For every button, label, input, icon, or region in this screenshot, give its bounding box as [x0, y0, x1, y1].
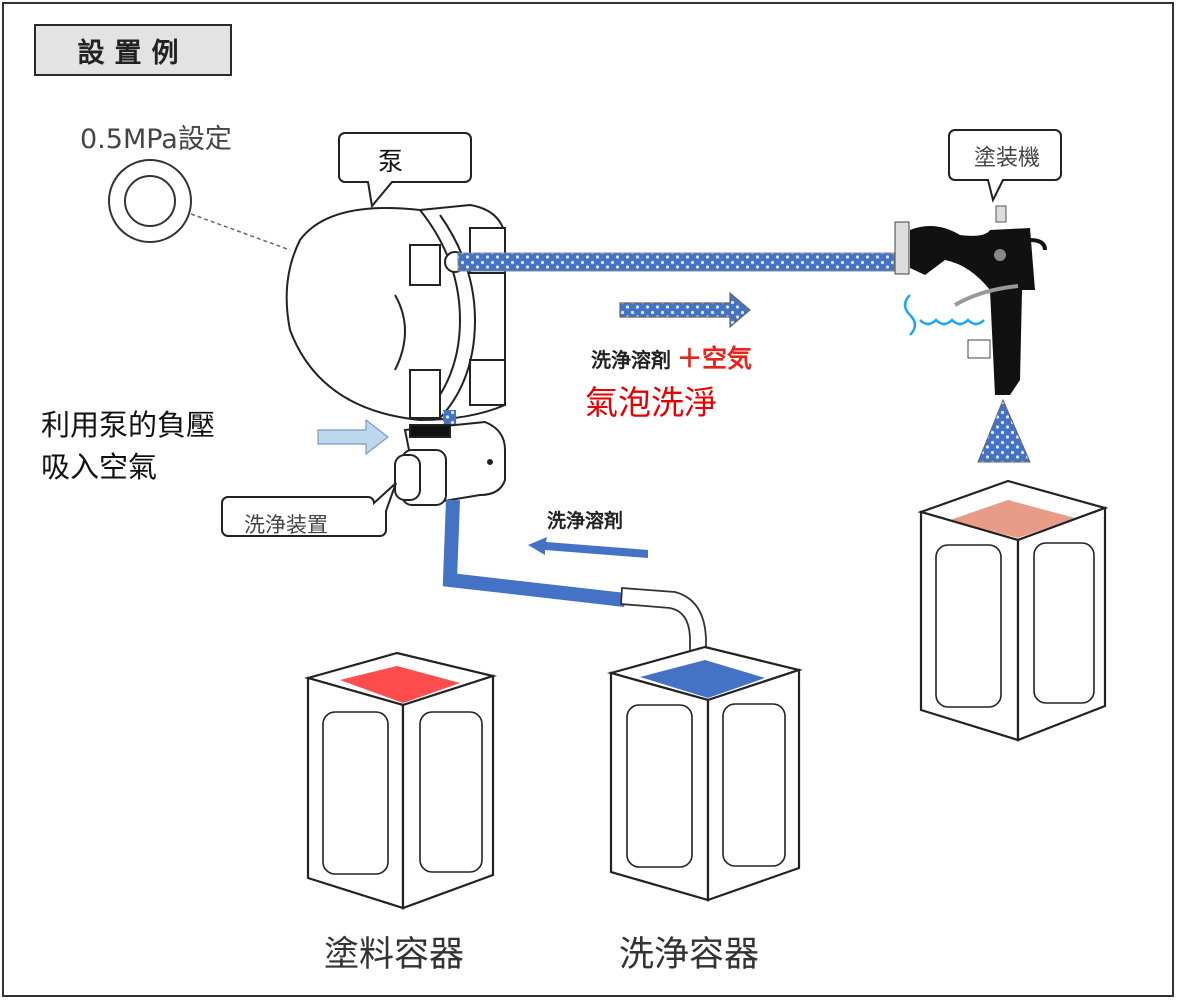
pressure-setting-label: 0.5MPa設定 [80, 124, 232, 155]
paint-container-icon [303, 651, 498, 910]
cleaning-device-icon [394, 420, 506, 507]
pressure-gauge-icon [108, 159, 291, 251]
cleaning-container-label: 洗浄容器 [619, 935, 760, 975]
solvent-pipe [442, 499, 626, 607]
solvent-text: 洗浄溶剤 [591, 348, 671, 372]
solvent-flow-arrow [528, 537, 648, 558]
air-text: ＋空気 [677, 344, 753, 373]
solvent-air-hose [457, 252, 895, 272]
solvent-air-label: 洗浄溶剤＋空気 [591, 339, 752, 375]
bubble-cleaning-label: 氣泡洗淨 [585, 383, 717, 422]
cleaning-container-icon [606, 645, 803, 902]
spray-container-icon [917, 479, 1109, 742]
suction-note-line1: 利用泵的負壓 [41, 408, 216, 442]
suction-note-line2: 吸入空氣 [41, 450, 158, 484]
gun-callout [948, 129, 1062, 203]
pump-label: 泵 [378, 147, 404, 176]
title-box: 設置例 [34, 24, 232, 76]
page-title: 設置例 [77, 37, 189, 69]
device-callout [221, 482, 397, 537]
cleaning-device-label: 洗浄装置 [244, 513, 328, 537]
pump-callout [338, 132, 472, 209]
solvent-flow-label: 洗浄溶剤 [547, 510, 624, 532]
air-intake-arrow [317, 418, 389, 456]
pump-icon [285, 203, 506, 422]
flow-arrow-right [619, 291, 751, 329]
spray-gun-icon [894, 205, 1047, 463]
spray-gun-label: 塗装機 [974, 146, 1041, 171]
paint-container-label: 塗料容器 [324, 935, 465, 975]
